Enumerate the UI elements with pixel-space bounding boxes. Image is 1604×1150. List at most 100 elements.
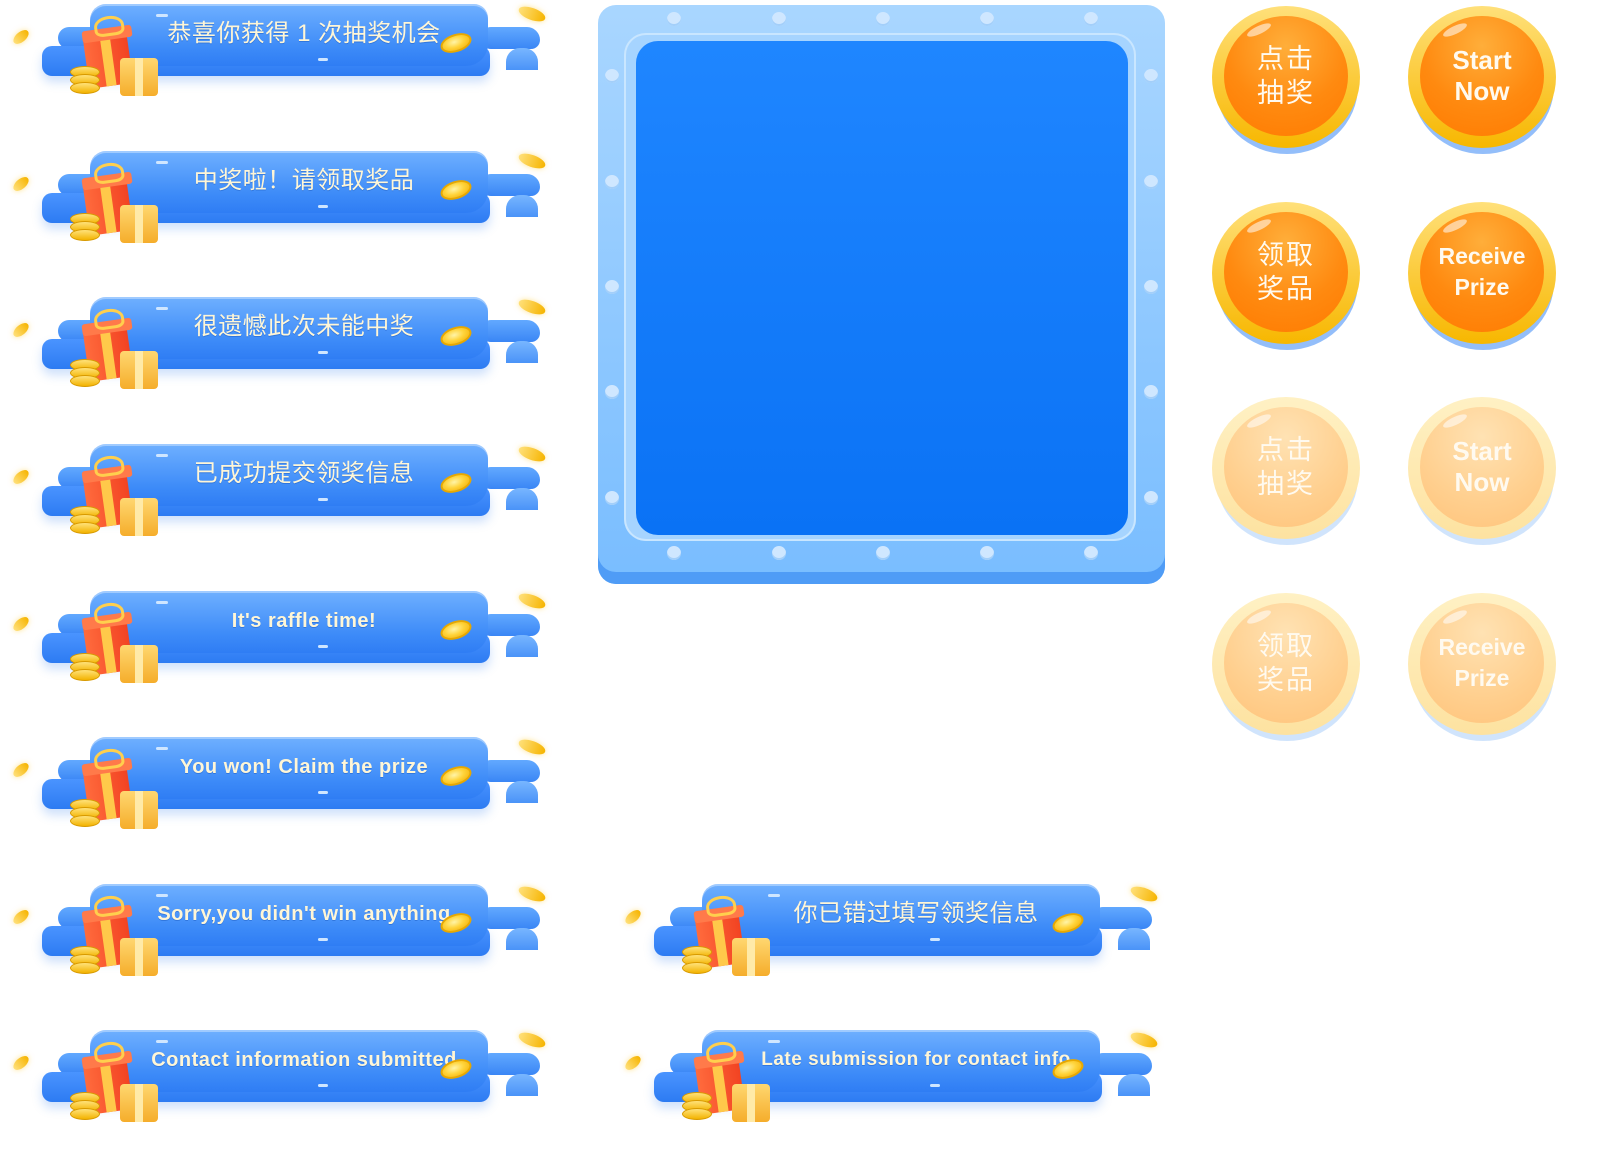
rivet xyxy=(772,546,786,560)
button-label: 奖品 xyxy=(1257,274,1315,304)
coin-icon xyxy=(622,1053,644,1073)
banner-b2: 中奖啦！请领取奖品 xyxy=(0,147,560,257)
coin-icon xyxy=(10,467,32,487)
banner-label: 恭喜你获得 1 次抽奖机会 xyxy=(167,20,441,47)
sparkle-icon xyxy=(930,1084,940,1087)
rivet xyxy=(980,12,994,26)
coin-icon xyxy=(516,3,548,25)
claim-button-cn[interactable]: 领取奖品 xyxy=(1212,202,1362,352)
banner-label: 已成功提交领奖信息 xyxy=(193,460,415,487)
coin-icon xyxy=(10,614,32,634)
rivet xyxy=(605,175,619,189)
sparkle-icon xyxy=(156,307,168,310)
sparkle-icon xyxy=(318,938,328,941)
sparkle-icon xyxy=(156,14,168,17)
banner-b8: 你已错过填写领奖信息 xyxy=(612,880,1172,990)
rivet xyxy=(1084,12,1098,26)
banner-b3: 很遗憾此次未能中奖 xyxy=(0,293,560,403)
gift-icon xyxy=(70,454,170,550)
banner-foot xyxy=(506,1074,538,1096)
sparkle-icon xyxy=(318,645,328,648)
rivet xyxy=(605,491,619,505)
gift-icon xyxy=(70,307,170,403)
sparkle-icon xyxy=(156,454,168,457)
coin-stack-icon xyxy=(70,66,100,96)
coin-icon xyxy=(516,296,548,318)
coin-icon xyxy=(516,150,548,172)
banner-post xyxy=(482,467,540,489)
coin-icon xyxy=(516,883,548,905)
button-label: Prize xyxy=(1454,665,1510,691)
button-label: Now xyxy=(1454,467,1510,497)
coin-stack-icon xyxy=(70,213,100,243)
sparkle-icon xyxy=(768,1040,780,1043)
draw-button-cn-disabled[interactable]: 点击抽奖 xyxy=(1212,397,1362,547)
banner-post xyxy=(1094,1053,1152,1075)
button-label: Receive xyxy=(1438,634,1526,660)
gift-icon xyxy=(682,1040,782,1136)
banner-b4: 已成功提交领奖信息 xyxy=(0,440,560,550)
gift-icon xyxy=(70,601,170,697)
sparkle-icon xyxy=(318,791,328,794)
banner-label: Contact information submitted xyxy=(151,1049,457,1071)
coin-icon xyxy=(516,736,548,758)
coin-icon xyxy=(1128,1029,1160,1051)
raffle-screen xyxy=(636,41,1128,535)
banner-label: 很遗憾此次未能中奖 xyxy=(193,313,415,340)
rivet xyxy=(667,546,681,560)
draw-button-cn[interactable]: 点击抽奖 xyxy=(1212,6,1362,156)
banner-label: Late submission for contact info xyxy=(761,1049,1071,1070)
button-label: 抽奖 xyxy=(1257,469,1315,499)
rivet xyxy=(1144,491,1158,505)
banner-label: Sorry,you didn't win anything xyxy=(157,903,451,925)
banner-post xyxy=(482,174,540,196)
rivet xyxy=(605,280,619,294)
banner-foot xyxy=(506,341,538,363)
banner-foot xyxy=(506,781,538,803)
coin-icon xyxy=(10,760,32,780)
rivet xyxy=(1144,385,1158,399)
banner-post xyxy=(482,27,540,49)
banner-b10: Late submission for contact info xyxy=(612,1026,1172,1136)
coin-icon xyxy=(10,27,32,47)
coin-stack-icon xyxy=(70,946,100,976)
claim-button-cn-disabled[interactable]: 领取奖品 xyxy=(1212,593,1362,743)
coin-stack-icon xyxy=(682,946,712,976)
coin-icon xyxy=(516,590,548,612)
banner-b5: It's raffle time! xyxy=(0,587,560,697)
banner-b9: Contact information submitted xyxy=(0,1026,560,1136)
sparkle-icon xyxy=(768,894,780,897)
banner-foot xyxy=(506,635,538,657)
rivet xyxy=(1144,280,1158,294)
coin-icon xyxy=(10,174,32,194)
banner-label: 你已错过填写领奖信息 xyxy=(793,900,1039,927)
sparkle-icon xyxy=(156,1040,168,1043)
button-label: 点击 xyxy=(1257,44,1315,74)
coin-stack-icon xyxy=(70,1092,100,1122)
banner-foot xyxy=(506,48,538,70)
sparkle-icon xyxy=(156,161,168,164)
button-label: 领取 xyxy=(1257,631,1315,661)
gift-icon xyxy=(70,894,170,990)
banner-foot xyxy=(1118,1074,1150,1096)
coin-icon xyxy=(516,443,548,465)
sparkle-icon xyxy=(318,1084,328,1087)
sparkle-icon xyxy=(318,58,328,61)
button-label: 领取 xyxy=(1257,240,1315,270)
button-label: Receive xyxy=(1438,243,1526,269)
rivet xyxy=(667,12,681,26)
banner-foot xyxy=(1118,928,1150,950)
sparkle-icon xyxy=(318,351,328,354)
button-label: 抽奖 xyxy=(1257,78,1315,108)
rivet xyxy=(1144,175,1158,189)
rivet xyxy=(876,546,890,560)
coin-icon xyxy=(10,1053,32,1073)
sparkle-icon xyxy=(930,938,940,941)
rivet xyxy=(876,12,890,26)
banner-label: It's raffle time! xyxy=(231,610,377,632)
gift-icon xyxy=(70,1040,170,1136)
